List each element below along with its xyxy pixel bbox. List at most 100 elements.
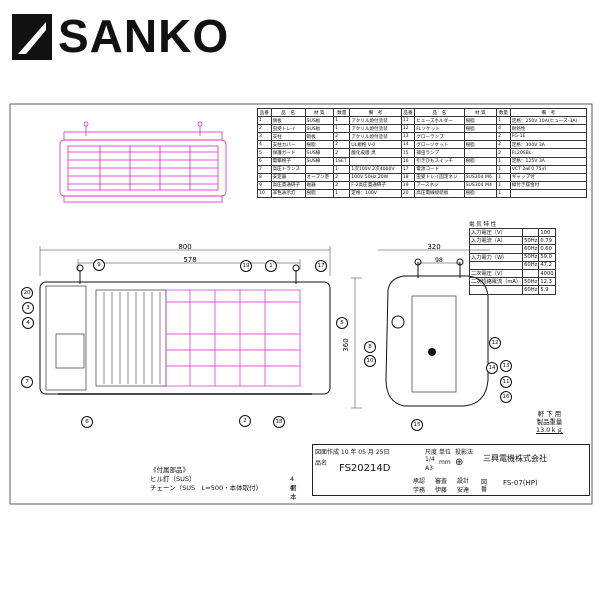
parts-table-cell: 1次100V 2次4000V [349,164,402,174]
electrical-cell: 二次電圧（V） [468,268,524,279]
parts-table-cell: VCT 2㎟ 0.75㎡ [509,164,588,174]
header-qty: 数量 [333,107,351,118]
callout-bubble: 9 [93,259,105,271]
callout-bubble: 17 [315,260,327,272]
parts-table-cell: 支柱 [270,132,306,142]
callout-bubble: 20 [21,287,33,299]
parts-table-cell: 虫受トレイ固定ネジ [414,172,465,182]
parts-table-cell: 1 [496,116,511,126]
parts-table-cell: 14 [400,140,416,150]
parts-table-cell: 磁器 [304,180,335,190]
parts-table-cell: 高圧貫通碍子 [270,180,306,190]
header-no: 品番 [257,107,272,118]
parts-table-cell: UL規格 V-0 [349,140,402,150]
parts-table-cell: 1 [333,164,351,174]
parts-table-cell: FL20SBL [509,148,588,158]
electrical-cell: 入力電流（A） [468,236,524,246]
parts-table-cell: アースネジ [414,180,465,190]
drawn-by: 安達 [457,487,470,494]
electrical-cell: 二次短絡電流（mA） [468,277,524,287]
parts-table-cell: 11 [400,116,416,126]
parts-table-cell: 高圧トランス [270,164,306,174]
parts-table-cell: 樹脂 [463,124,498,134]
parts-table-cell: 2 [496,148,511,158]
electrical-cell: 60Hz [522,244,540,254]
parts-table-cell [463,164,498,174]
parts-table-cell: 定格：300V 3A [509,140,588,150]
parts-table-cell: SUS304 M4 [463,180,498,190]
parts-table-cell: 1 [496,180,511,190]
parts-table-cell: 捕虫ランプ [414,148,465,158]
parts-table-header: 品番 品 名 材 質 数量 備 考 品番 品 名 材 質 数量 備 考 [257,107,588,118]
sanko-logo: SANKO [12,10,228,66]
callout-bubble: 10 [364,355,376,367]
electrical-cell [468,260,524,270]
parts-table-cell: 2 [496,140,511,150]
company-name: 三興電機株式会社 [483,454,547,463]
header-qty-2: 数量 [496,107,511,118]
parts-table-cell: 支柱カバー [270,140,306,150]
parts-table-cell: 虫受トレイ [270,124,306,134]
parts-table-cell: 高圧電線接続板 [414,188,465,199]
header-no-2: 品番 [400,107,416,118]
electrical-cell: 12.3 [538,277,556,287]
accessories: 《付属部品》 ヒル釘（SUS） 4個 チェーン（SUS L=500・本体取付） … [150,466,297,501]
callout-bubble: 7 [21,376,33,388]
parts-table-cell: 7 [257,164,272,174]
weight-label-1: 軒 下 用 [537,410,562,418]
header-remarks-2: 備 考 [509,107,588,118]
electrical-title: 電 気 特 性 [469,222,497,228]
parts-table-cell: 2 [333,148,351,158]
side-view [385,258,489,407]
parts-table-cell: 1 [257,116,272,126]
parts-table-cell [463,148,498,158]
parts-table-cell: 13 [400,132,416,142]
parts-table-cell: 樹脂 [463,140,498,150]
parts-table-cell: 3 [257,132,272,142]
electrical-cell [468,285,524,295]
parts-table-cell: 100V 50Hz 20W [349,172,402,182]
electrical-cell: 59.0 [538,252,556,262]
approved-by: 学務 [413,487,426,494]
electrical-cell: 50Hz [522,252,540,262]
parts-table-cell: 16 [400,156,416,166]
parts-table-cell: ギャップ付 [509,172,588,182]
accessory-name: チェーン（SUS L=500・本体取付） [150,484,263,492]
unit-label: 単位 [439,449,452,456]
parts-table-cell: 樹脂 [463,116,498,126]
weight-label-2: 製品重量 [536,418,563,426]
parts-table-cell: 2 [496,132,511,142]
dim-inner: 578 [183,256,196,264]
electrical-cell: 50Hz [522,236,540,246]
number-label: 図番 [481,479,488,493]
callout-bubble: 5 [336,317,348,329]
callout-bubble: 18 [273,416,285,428]
parts-table-cell: 安定器 [270,172,306,182]
size: A3 [425,465,433,472]
parts-table-cell: 1 [333,124,351,134]
dim-depth: 320 [427,243,440,251]
parts-table-cell: 19 [400,180,416,190]
parts-table-cell: アクリル焼付塗装 [349,116,402,126]
check-label: 審査 [435,478,448,485]
callout-bubble: 2 [239,415,251,427]
created-date: 図面作成 10 年 05 月 25日 [315,449,390,456]
callout-bubble: 16 [500,391,512,403]
draw-label: 設計 [457,478,470,485]
parts-table-cell: グローソケット [414,140,465,150]
parts-table-cell: 樹脂 [463,188,498,199]
header-material-2: 材 質 [463,107,498,118]
accessory-qty: 4本 [290,484,297,501]
electrical-cell [522,227,540,238]
parts-table-cell: 18 [400,172,416,182]
parts-table-cell: 側板 [270,116,306,126]
